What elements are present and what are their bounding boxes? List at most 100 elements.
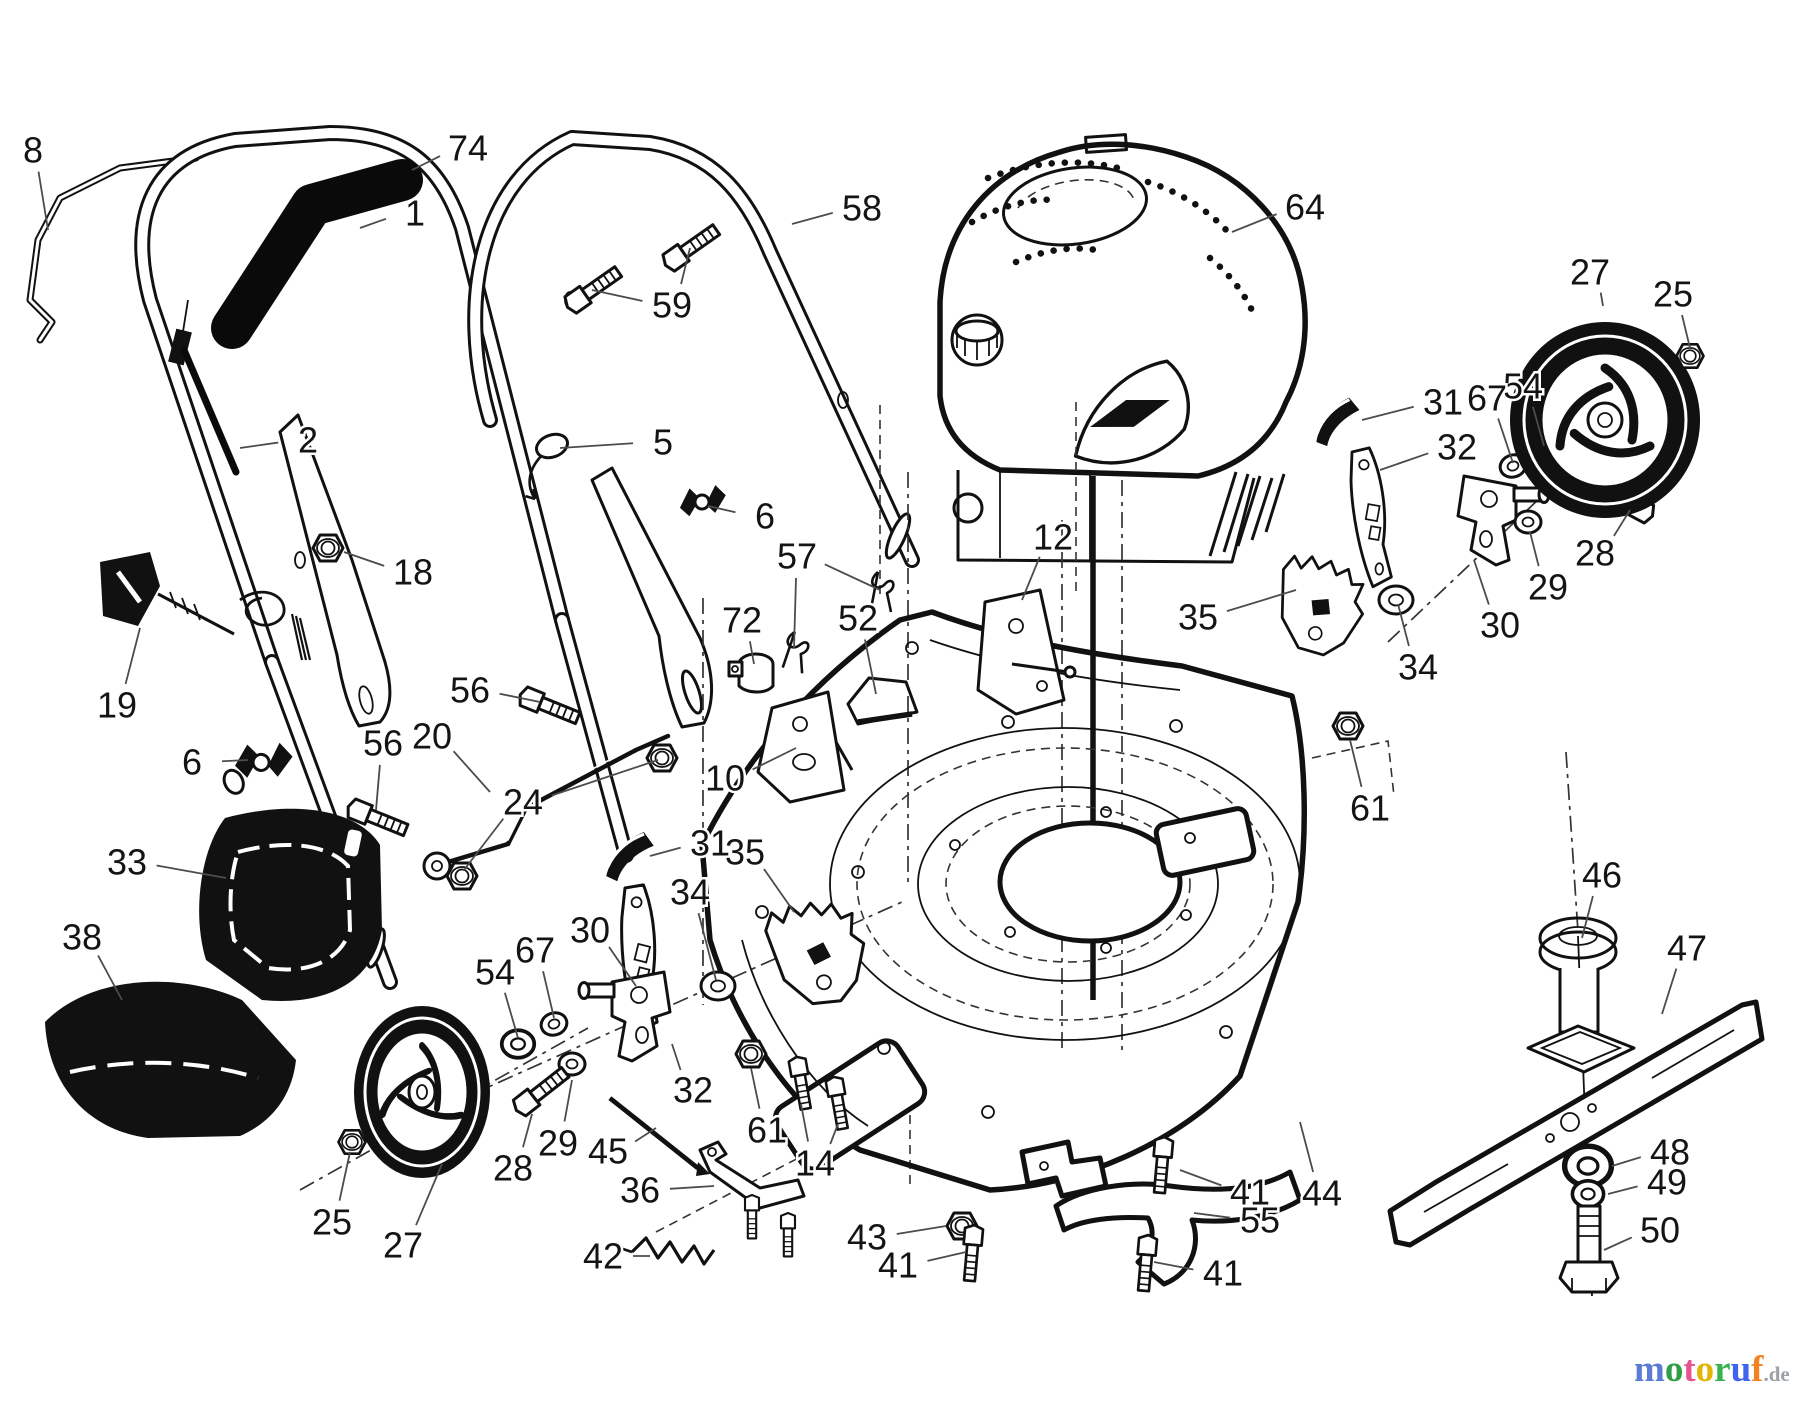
leader-line <box>542 970 555 1019</box>
part-number-label: 34 <box>670 872 710 913</box>
part-number-label: 25 <box>1653 274 1693 315</box>
handle-link-bar <box>590 466 714 729</box>
discharge-opening <box>772 1038 928 1172</box>
part-number-label: 54 <box>475 952 515 993</box>
part-number-label: 59 <box>652 285 692 326</box>
part-number-label: 74 <box>448 128 488 169</box>
washer-67-left <box>536 1008 572 1040</box>
leader-line <box>559 442 634 449</box>
leader-line <box>1361 405 1414 421</box>
bolt-59a <box>658 219 724 275</box>
part-number-label: 64 <box>1285 187 1325 228</box>
leader-line <box>1613 509 1631 537</box>
leader-line <box>793 577 797 649</box>
watermark-letter: f <box>1751 1349 1764 1390</box>
part-number-label: 38 <box>62 917 102 958</box>
leader-line <box>1581 895 1594 939</box>
briggs-stratton-logo <box>1073 359 1190 465</box>
nut-61-left <box>734 1039 768 1069</box>
leader-line <box>221 759 249 763</box>
leader-line <box>800 1103 809 1142</box>
lock-washer-49 <box>1570 1179 1606 1209</box>
rear-wheel-27-right <box>1510 322 1700 518</box>
leader-line <box>1153 1261 1194 1271</box>
part-number-label: 44 <box>1302 1173 1342 1214</box>
leader-line <box>1231 213 1277 233</box>
part-number-label: 33 <box>107 842 147 883</box>
front-wheel-27-left <box>354 1006 490 1178</box>
leader-line <box>504 992 519 1039</box>
leader-line <box>1397 603 1410 647</box>
washer-54-left <box>499 1028 537 1060</box>
leader-line <box>791 212 833 225</box>
adjuster-grip-31-right <box>1308 394 1367 450</box>
leader-line <box>343 551 385 567</box>
leader-line <box>649 846 681 857</box>
engine-top-tab <box>1084 133 1129 154</box>
leader-line <box>1299 1121 1314 1173</box>
part-number-label: 50 <box>1640 1210 1680 1251</box>
part-number-label: 29 <box>538 1123 578 1164</box>
leader-line <box>1607 1185 1638 1195</box>
leader-line <box>680 247 691 285</box>
part-number-label: 58 <box>842 188 882 229</box>
sector-gear-35-left <box>759 889 878 1016</box>
leader-line <box>671 1043 682 1071</box>
leader-line <box>927 1251 967 1262</box>
bushing-34-left <box>699 970 737 1002</box>
leader-line <box>1532 406 1545 447</box>
leader-line <box>697 912 717 981</box>
part-number-label: 61 <box>1350 788 1390 829</box>
leader-line <box>1661 968 1678 1015</box>
leader-line <box>97 955 123 1001</box>
part-number-label: 43 <box>847 1217 887 1258</box>
watermark-suffix: .de <box>1763 1362 1790 1386</box>
leader-line <box>522 1113 533 1148</box>
support-bracket-36 <box>698 1140 806 1258</box>
part-number-label: 30 <box>570 910 610 951</box>
leader-line <box>156 864 227 879</box>
throttle-cable <box>168 299 240 476</box>
deck-center-hole <box>997 820 1183 944</box>
part-number-label: 67 <box>515 930 555 971</box>
leader-line <box>1599 292 1604 307</box>
part-number-label: 27 <box>1570 252 1610 293</box>
part-number-label: 19 <box>97 685 137 726</box>
leader-line <box>1021 556 1041 601</box>
part-number-label: 27 <box>383 1225 423 1266</box>
part-number-label: 42 <box>583 1236 623 1277</box>
part-number-label: 1 <box>405 193 425 234</box>
part-number-label: 30 <box>1480 605 1520 646</box>
part-number-label: 47 <box>1667 928 1707 969</box>
part-number-label: 61 <box>747 1110 787 1151</box>
part-number-label: 12 <box>1033 517 1073 558</box>
lower-handle-bar <box>467 130 920 568</box>
leader-line <box>669 1185 715 1190</box>
part-number-label: 18 <box>393 552 433 593</box>
brake-bracket-55 <box>1019 1139 1303 1287</box>
part-number-label: 20 <box>412 716 452 757</box>
bail-wire <box>26 154 200 344</box>
part-number-label: 55 <box>1240 1200 1280 1241</box>
leader-line <box>563 1079 573 1122</box>
part-number-label: 41 <box>1203 1253 1243 1294</box>
leader-line <box>499 692 541 703</box>
watermark-letter: t <box>1683 1349 1696 1390</box>
part-number-label: 25 <box>312 1202 352 1243</box>
nut-24b <box>445 861 479 891</box>
leader-line <box>37 171 49 231</box>
part-number-label: 49 <box>1647 1162 1687 1203</box>
leader-line <box>824 563 881 591</box>
cable-clamp-5 <box>525 432 569 501</box>
bolt-56a <box>514 683 583 729</box>
leader-line <box>124 627 141 685</box>
handle-flat-bar <box>278 413 392 728</box>
part-number-label: 54 <box>1503 366 1543 407</box>
leader-line <box>239 441 279 449</box>
part-number-label: 32 <box>673 1070 713 1111</box>
part-number-label: 10 <box>705 758 745 799</box>
rear-skirt-38 <box>45 981 296 1138</box>
leader-line <box>1603 1236 1633 1251</box>
bushing-34-right <box>1377 584 1415 616</box>
